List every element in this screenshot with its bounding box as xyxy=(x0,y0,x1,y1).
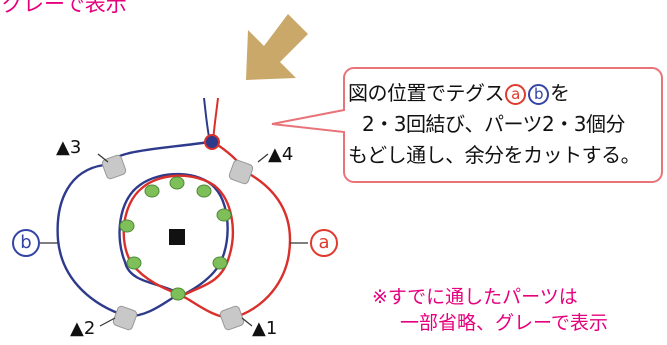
green-part xyxy=(169,176,185,190)
blue-thread-b xyxy=(56,140,229,318)
note-line-1: ※すでに通したパーツは xyxy=(372,286,578,308)
green-part xyxy=(212,256,228,270)
leader-line-1 xyxy=(241,317,253,327)
label-thread-a: a xyxy=(310,229,338,257)
knot-bead xyxy=(204,134,220,150)
label-thread-b: b xyxy=(12,229,40,257)
leader-line-2 xyxy=(99,317,116,327)
label-triangle-1: ▲1 xyxy=(252,318,278,339)
callout-line-2: 2・3回結び、パーツ2・3個分 xyxy=(362,112,626,136)
green-part xyxy=(119,219,135,233)
green-part xyxy=(196,184,212,198)
label-triangle-2: ▲2 xyxy=(70,318,96,339)
green-part xyxy=(144,184,160,198)
callout-line-1-post: を xyxy=(550,81,570,105)
green-part xyxy=(126,256,142,270)
green-part-ring xyxy=(119,176,232,301)
leader-line-3 xyxy=(97,153,109,163)
gray-part-3 xyxy=(101,154,127,180)
gray-part-2 xyxy=(112,305,138,331)
thread-b-mark: b xyxy=(528,84,549,105)
label-triangle-3: ▲3 xyxy=(56,137,82,158)
label-triangle-4: ▲4 xyxy=(268,144,294,165)
green-part xyxy=(216,208,232,222)
down-left-arrow-icon xyxy=(246,14,308,80)
callout-line-1-pre: 図の位置でテグス xyxy=(348,81,505,105)
callout-line-3: もどし通し、余分をカットする。 xyxy=(348,143,641,167)
callout-bubble xyxy=(271,67,663,183)
thread-a-mark: a xyxy=(505,84,526,105)
note-line-2: 一部省略、グレーで表示 xyxy=(400,312,608,334)
leader-line-4 xyxy=(257,153,269,163)
gray-part-1 xyxy=(219,305,245,331)
green-part xyxy=(170,287,186,301)
red-thread-a xyxy=(122,140,292,320)
gray-part-4 xyxy=(228,159,254,185)
note-text: ※すでに通したパーツは 一部省略、グレーで表示 xyxy=(372,284,608,336)
header-fragment-text: グレーで表示 xyxy=(2,0,127,16)
center-square xyxy=(169,229,185,245)
